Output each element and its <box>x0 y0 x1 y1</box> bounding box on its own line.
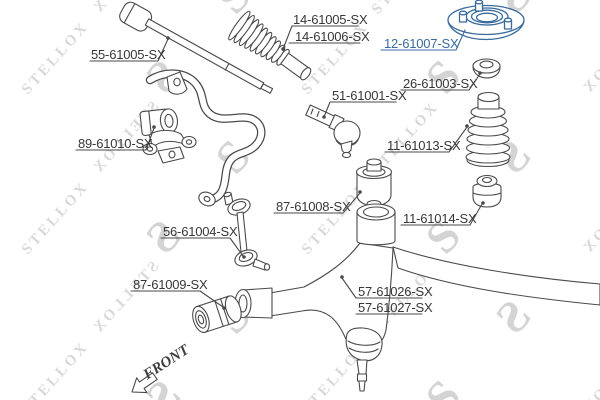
part-label-26-61003-sx: 26-61003-SX <box>403 76 478 91</box>
leader-line-highlight <box>380 29 466 51</box>
part-label-14-61005-sx: 14-61005-SX <box>293 12 368 27</box>
dust-boot-drawing <box>465 91 511 168</box>
part-label-87-61008-sx: 87-61008-SX <box>276 199 351 214</box>
stabilizer-bracket-drawing <box>142 129 197 164</box>
front-arrow-icon <box>131 372 158 394</box>
control-arm-drawing <box>234 203 600 392</box>
stabilizer-bushing-drawing <box>139 108 179 136</box>
part-label-11-61014-sx: 11-61014-SX <box>403 211 477 226</box>
part-label-11-61013-sx: 11-61013-SX <box>387 138 461 153</box>
part-label-87-61009-sx: 87-61009-SX <box>133 277 208 292</box>
arm-bushing-front-drawing <box>192 295 242 334</box>
part-label-89-61010-sx: 89-61010-SX <box>78 136 153 151</box>
arm-bushing-rear-drawing <box>355 158 393 209</box>
part-label-55-61005-sx: 55-61005-SX <box>91 47 166 62</box>
part-label-51-61001-sx: 51-61001-SX <box>332 88 407 103</box>
part-label-57-61026-sx: 57-61026-SX <box>358 284 433 299</box>
axial-rod-drawing <box>119 1 274 94</box>
bump-stop-drawing <box>472 174 502 208</box>
part-label-56-61004-sx: 56-61004-SX <box>163 224 238 239</box>
strut-mount-drawing[interactable] <box>447 0 525 41</box>
part-label-57-61027-sx: 57-61027-SX <box>358 300 433 315</box>
stabilizer-link-drawing <box>223 191 271 271</box>
tie-rod-end-drawing <box>305 104 361 159</box>
leader-dots <box>152 36 485 310</box>
part-label-14-61006-sx: 14-61006-SX <box>295 29 370 44</box>
part-label-12-61007-sx[interactable]: 12-61007-SX <box>384 36 459 51</box>
stabilizer-bar-drawing <box>145 69 266 207</box>
leader-lines <box>75 25 483 315</box>
